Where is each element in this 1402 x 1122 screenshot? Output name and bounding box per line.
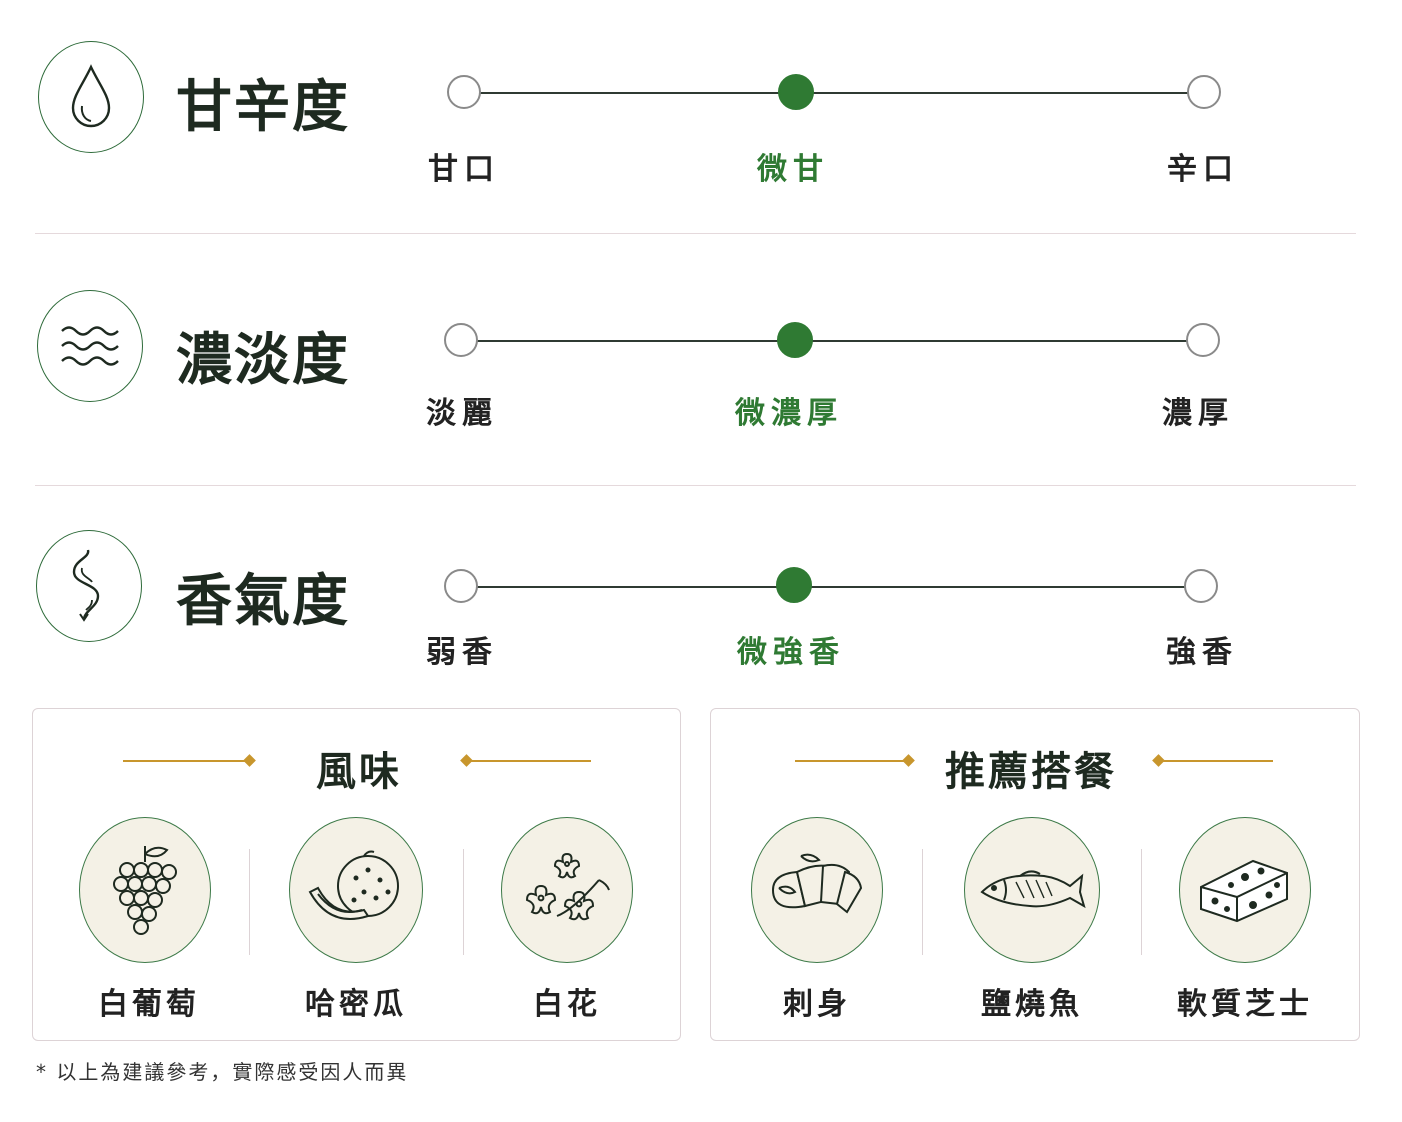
gold-rule-left	[123, 760, 249, 762]
grilled-fish-icon	[964, 817, 1100, 963]
water-drop-icon	[38, 41, 144, 153]
panel-title: 風味	[316, 748, 402, 795]
scale-label-selected: 微甘	[757, 152, 829, 187]
flavor-panel: 風味 白葡萄 哈密瓜	[32, 708, 681, 1041]
panel-title: 推薦搭餐	[945, 748, 1117, 795]
scale-track	[463, 92, 1204, 94]
scale-option-dot[interactable]	[1186, 323, 1220, 357]
gold-diamond	[902, 754, 915, 767]
waves-icon	[37, 290, 143, 402]
scale-title: 香氣度	[176, 568, 350, 634]
scale-label: 甘口	[428, 152, 500, 187]
scale-title: 甘辛度	[176, 74, 350, 140]
section-divider	[35, 233, 1356, 234]
section-divider	[35, 485, 1356, 486]
sashimi-icon	[751, 817, 883, 963]
pairing-panel: 推薦搭餐 刺身 鹽燒魚	[710, 708, 1360, 1041]
pairing-item-label: 軟質芝士	[1177, 987, 1313, 1022]
scale-label-selected: 微濃厚	[735, 396, 843, 431]
scale-option-dot[interactable]	[1187, 75, 1221, 109]
melon-icon	[289, 817, 423, 963]
scale-label-selected: 微強香	[737, 635, 845, 670]
item-separator	[1141, 849, 1142, 955]
gold-rule-right	[467, 760, 591, 762]
pairing-item-label: 鹽燒魚	[981, 987, 1083, 1022]
flavor-item-label: 白葡萄	[98, 987, 200, 1022]
item-separator	[922, 849, 923, 955]
scale-track	[461, 586, 1202, 588]
scale-title: 濃淡度	[176, 327, 350, 393]
gold-diamond	[243, 754, 256, 767]
scale-label: 強香	[1166, 635, 1238, 670]
pairing-item-label: 刺身	[783, 987, 851, 1022]
item-separator	[463, 849, 464, 955]
scale-label: 濃厚	[1162, 396, 1234, 431]
grapes-icon	[79, 817, 211, 963]
scale-option-dot[interactable]	[447, 75, 481, 109]
disclaimer-footnote: * 以上為建議參考，實際感受因人而異	[36, 1060, 409, 1084]
scale-label: 淡麗	[426, 396, 498, 431]
scale-option-dot[interactable]	[444, 323, 478, 357]
white-flower-icon	[501, 817, 633, 963]
scale-option-dot[interactable]	[1184, 569, 1218, 603]
scale-option-dot-selected[interactable]	[776, 567, 812, 603]
scale-track	[461, 340, 1202, 342]
scale-option-dot-selected[interactable]	[777, 322, 813, 358]
gold-rule-left	[795, 760, 909, 762]
aroma-swirl-icon	[36, 530, 142, 642]
scale-label: 弱香	[426, 635, 498, 670]
flavor-item-label: 白花	[533, 987, 601, 1022]
flavor-item-label: 哈密瓜	[305, 987, 407, 1022]
item-separator	[249, 849, 250, 955]
soft-cheese-icon	[1179, 817, 1311, 963]
scale-option-dot[interactable]	[444, 569, 478, 603]
scale-option-dot-selected[interactable]	[778, 74, 814, 110]
gold-rule-right	[1159, 760, 1273, 762]
scale-label: 辛口	[1167, 152, 1239, 187]
